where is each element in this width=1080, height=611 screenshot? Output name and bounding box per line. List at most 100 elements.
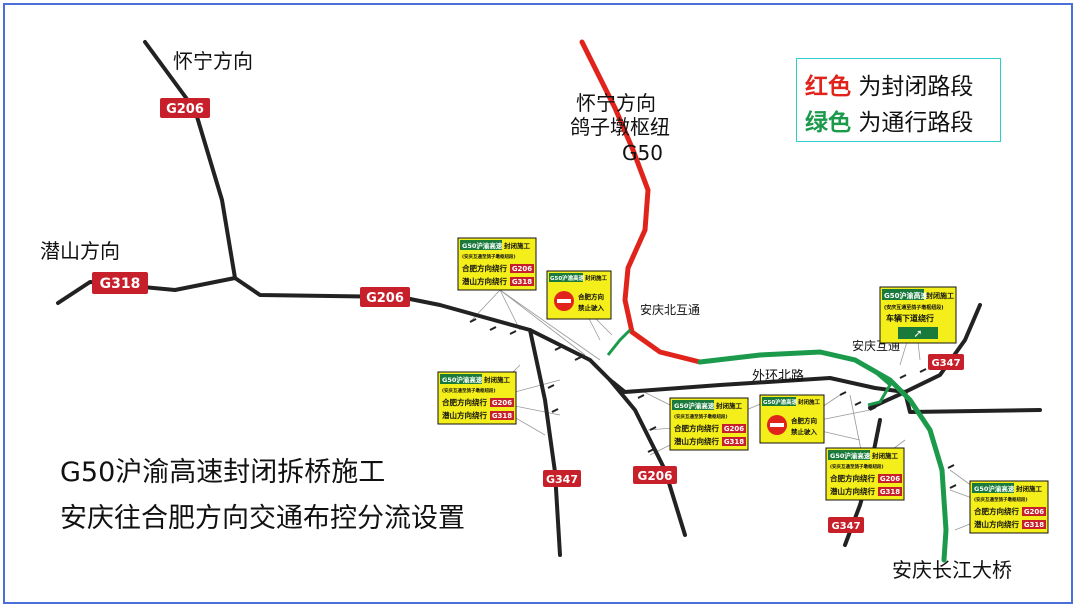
legend-open: 绿色 为通行路段 — [805, 103, 973, 137]
sign-route-1: G206 — [512, 265, 532, 273]
sign-header-bar — [762, 397, 796, 406]
shield-g206-mid: G206 — [360, 287, 410, 307]
road-east — [903, 390, 1042, 414]
svg-text:G347: G347 — [831, 521, 860, 532]
sign-sub: (安庆互通至鸽子墩枢纽段) — [462, 253, 516, 260]
sign-route-badge — [510, 264, 534, 273]
legend: 红色 为封闭路段 绿色 为通行路段 — [796, 58, 1001, 142]
sign-route-badge — [722, 424, 746, 433]
legend-open-text: 为通行路段 — [858, 110, 974, 136]
road-g206-south — [608, 378, 687, 537]
sign-header-bar — [460, 240, 502, 250]
sign-line-2: 潜山方向绕行 — [830, 486, 875, 496]
sign-header-bar — [549, 273, 583, 282]
sign-route-2: G318 — [492, 412, 512, 420]
sign-header-bar — [672, 400, 714, 410]
sign-line-1: 合肥方向绕行 — [674, 423, 719, 433]
sign-sub: (安庆互通至鸽子墩枢纽段) — [974, 496, 1028, 503]
sign-route-badge — [490, 411, 514, 420]
no-entry-bar — [770, 423, 784, 427]
road-g206-north — [143, 40, 237, 280]
sign-head-suffix: 封闭施工 — [484, 375, 511, 384]
detour-sign: G50沪渝高速封闭施工 (安庆互通至鸽子墩枢纽段) 合肥方向绕行 G206 潜山方向绕行… — [969, 480, 1049, 534]
shield-g347-right: G347 — [928, 354, 964, 370]
svg-text:G347: G347 — [546, 473, 578, 486]
map-title: G50沪渝高速封闭拆桥施工 安庆往合肥方向交通布控分流设置 — [60, 450, 465, 542]
sign-head-suffix: 封闭施工 — [504, 241, 531, 250]
sign-head-suffix: 封闭施工 — [798, 398, 821, 406]
sign-head-suffix: 封闭施工 — [1016, 484, 1043, 493]
svg-text:(安庆互通至鸽子墩枢纽段): (安庆互通至鸽子墩枢纽段) — [884, 304, 944, 311]
exit-arrow-icon: ➚ — [913, 327, 922, 340]
label-qianshan: 潜山方向 — [40, 239, 120, 263]
sign-head: G50沪渝高速 — [442, 375, 483, 384]
shield-g206-bottom: G206 — [633, 466, 677, 484]
sign-line-1: 合肥方向绕行 — [442, 397, 487, 407]
sign-header-bar — [440, 374, 482, 384]
sign-sub: (安庆互通至鸽子墩枢纽段) — [442, 387, 496, 394]
sign-line-2: 禁止驶入 — [578, 303, 605, 312]
sign-route-2: G318 — [512, 278, 532, 286]
label-bridge: 安庆长江大桥 — [892, 558, 1012, 582]
no-entry-bar — [557, 299, 571, 303]
sign-head: G50沪渝高速 — [763, 398, 798, 406]
svg-text:G347: G347 — [931, 358, 960, 369]
sign-head-suffix: 封闭施工 — [716, 401, 743, 410]
title-line-1: G50沪渝高速封闭拆桥施工 — [60, 457, 386, 488]
svg-text:G318: G318 — [100, 276, 141, 292]
sign-head: G50沪渝高速 — [674, 401, 715, 410]
road-g347-right — [868, 303, 982, 410]
sign-route-2: G318 — [880, 488, 900, 496]
sign-line-1: 合肥方向 — [577, 292, 605, 301]
detour-sign: G50沪渝高速封闭施工 (安庆互通至鸽子墩枢纽段) 合肥方向绕行 G206 潜山方向绕行… — [437, 371, 517, 425]
shield-g206-top: G206 — [160, 98, 210, 118]
sign-route-badge — [878, 487, 902, 496]
interchange-ramp-anqing — [854, 358, 892, 407]
sign-route-badge — [878, 474, 902, 483]
road-g347-left — [528, 328, 562, 557]
sign-route-badge — [1022, 520, 1046, 529]
sign-sub: (安庆互通至鸽子墩枢纽段) — [830, 463, 884, 470]
shield-g347-bottom: G347 — [828, 517, 864, 533]
svg-text:G206: G206 — [366, 291, 404, 306]
sign-line-2: 潜山方向绕行 — [674, 436, 719, 446]
legend-closed-color: 红色 — [805, 74, 851, 100]
sign-head-suffix: 封闭施工 — [872, 451, 899, 460]
sign-line-2: 潜山方向绕行 — [442, 410, 487, 420]
sign-line-1: 合肥方向绕行 — [974, 506, 1019, 516]
sign-head: G50沪渝高速 — [550, 274, 585, 282]
map-frame — [3, 3, 1073, 604]
svg-text:车辆下道绕行: 车辆下道绕行 — [886, 313, 934, 323]
sign-line-1: 合肥方向绕行 — [830, 473, 875, 483]
no-entry-sign: G50沪渝高速封闭施工合肥方向禁止驶入 — [546, 270, 612, 320]
sign-route-1: G206 — [1024, 508, 1044, 516]
no-entry-sign: G50沪渝高速封闭施工合肥方向禁止驶入 — [759, 394, 825, 444]
sign-head: G50沪渝高速 — [462, 241, 503, 250]
sign-route-1: G206 — [492, 399, 512, 407]
sign-line-2: 潜山方向绕行 — [462, 276, 507, 286]
shield-g318: G318 — [92, 272, 148, 294]
sign-route-badge — [722, 437, 746, 446]
exit-detour-sign: G50沪渝高速 封闭施工 (安庆互通至鸽子墩枢纽段) 车辆下道绕行 ➚ — [879, 286, 957, 344]
sign-line-2: 潜山方向绕行 — [974, 519, 1019, 529]
interchange-ramp-north — [606, 328, 632, 356]
sign-route-2: G318 — [724, 438, 744, 446]
sign-line-2: 禁止驶入 — [791, 427, 818, 436]
legend-closed: 红色 为封闭路段 — [805, 67, 973, 101]
sign-head: G50沪渝高速 — [974, 484, 1015, 493]
label-gezidun: 鸽子墩枢纽 — [570, 115, 670, 139]
sign-head-suffix: 封闭施工 — [585, 274, 608, 282]
label-anqing-north: 安庆北互通 — [640, 302, 700, 317]
label-outer-ring: 外环北路 — [752, 368, 804, 384]
g50-open-section — [697, 349, 949, 563]
legend-open-color: 绿色 — [805, 110, 851, 136]
sign-head: G50沪渝高速 — [830, 451, 871, 460]
shield-g347-left: G347 — [543, 470, 581, 487]
sign-route-badge — [490, 398, 514, 407]
legend-closed-text: 为封闭路段 — [858, 74, 974, 100]
sign-sub: (安庆互通至鸽子墩枢纽段) — [674, 413, 728, 420]
sign-route-2: G318 — [1024, 521, 1044, 529]
